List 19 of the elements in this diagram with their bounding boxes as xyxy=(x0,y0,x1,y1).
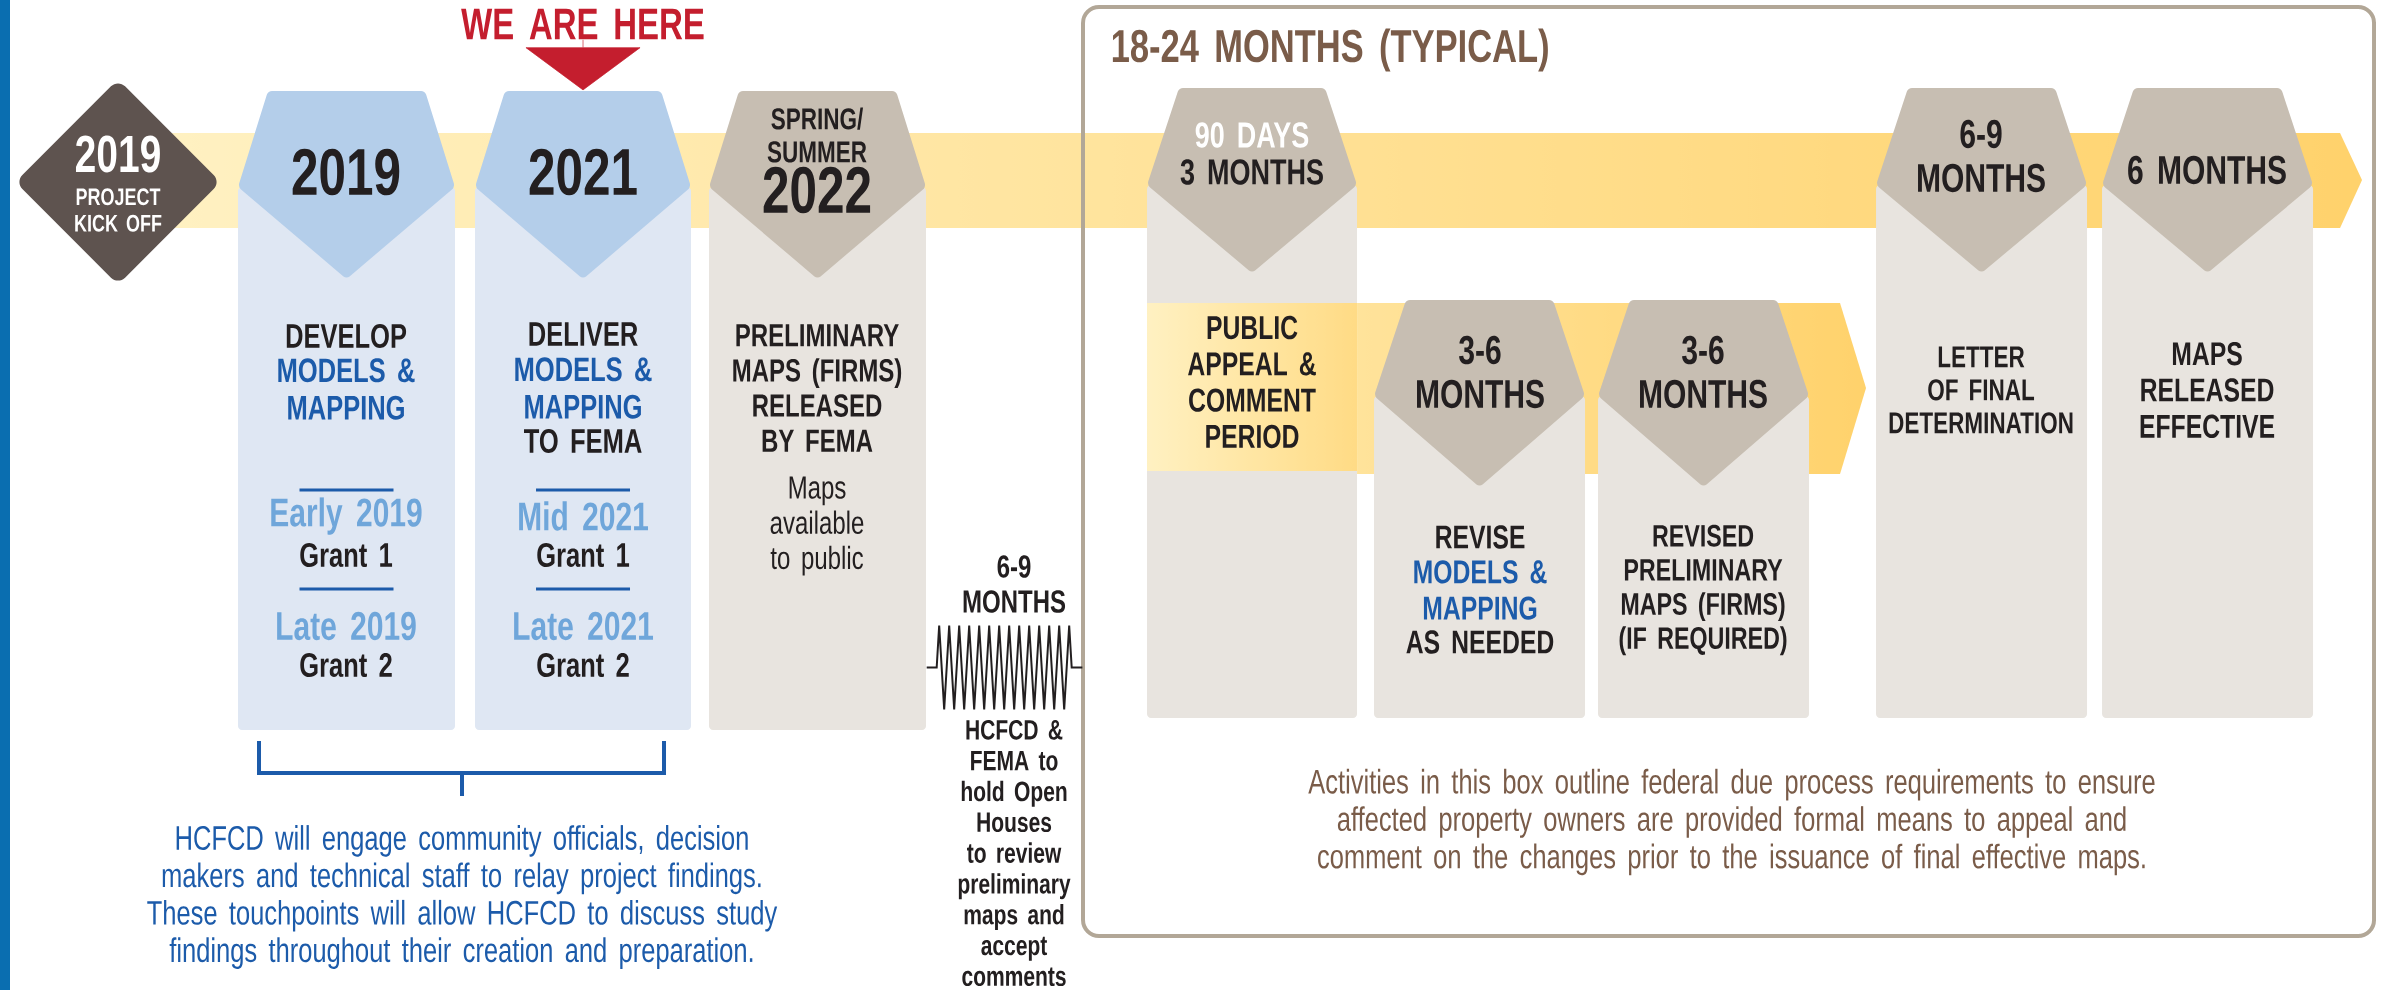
year-label: 2019 xyxy=(76,135,160,173)
edge-label: 6-9 MONTHS xyxy=(952,553,1076,615)
note-text: HCFCD will engage community officials, decision makers and technical staff to relay project findings. These touchpoints will allow HCFCD to discuss study findings throughout their creation and preparation. xyxy=(147,825,778,969)
kickoff-text: PROJECT KICK OFF xyxy=(75,188,162,232)
season-label: SPRING/ SUMMER xyxy=(767,107,867,163)
marker-arrow xyxy=(525,39,641,91)
duration-label: 3 MONTHS xyxy=(1180,159,1323,185)
year-label: 2019 xyxy=(292,148,400,196)
year-label: 2021 xyxy=(529,148,637,196)
duration-label: 6 MONTHS xyxy=(2128,155,2286,185)
duration-label: 3-6 MONTHS xyxy=(1640,335,1767,409)
note-text: HCFCD & FEMA to hold Open Houses to review preliminary maps and accept comments xyxy=(958,719,1071,987)
duration-label: 6-9 MONTHS xyxy=(1918,119,2045,193)
frame-title: 18-24 MONTHS (TYPICAL) xyxy=(1112,28,1548,72)
zigzag-connector xyxy=(925,624,1084,711)
marker-text: WE ARE HERE xyxy=(461,8,704,40)
duration-label: 3-6 MONTHS xyxy=(1417,335,1544,409)
note-text: Activities in this box outline federal due process requirements to ensure affected property owners are provided formal means to appeal and comment on the changes prior to the issuance of final effective maps. xyxy=(1308,768,2155,876)
duration-label: 90 DAYS xyxy=(1195,122,1309,148)
